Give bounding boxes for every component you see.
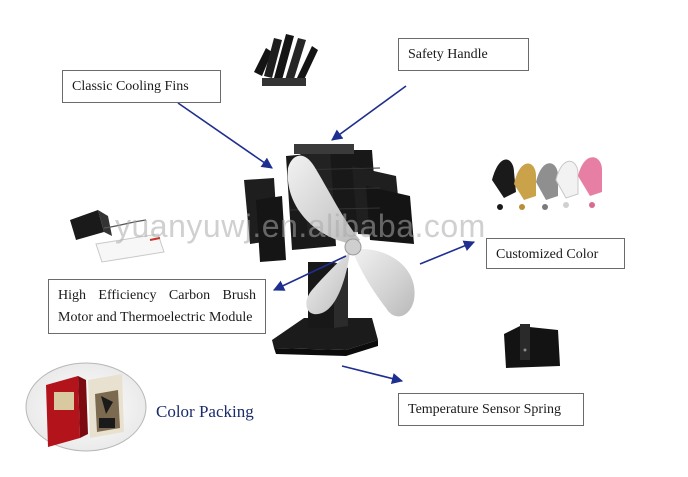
label-motor-module: High Efficiency Carbon Brush Motor and T…	[48, 279, 266, 334]
swatch-white	[555, 160, 579, 208]
callout-arrows	[177, 85, 476, 384]
temperature-spring-image	[504, 324, 560, 368]
color-packing-image	[25, 362, 147, 452]
swatch-gold	[514, 163, 536, 210]
arrow-to-temperature-spring	[341, 365, 404, 384]
label-motor-line1: High Efficiency Carbon Brush	[58, 288, 256, 303]
label-customized-color: Customized Color	[486, 238, 625, 269]
fan-blade-bottom	[306, 252, 350, 315]
cooling-fins-image	[254, 34, 318, 86]
watermark-text: yuanyuwj.en.alibaba.com	[115, 208, 486, 244]
arrow-to-customized-color	[419, 240, 476, 265]
color-swatches	[492, 157, 602, 210]
fan-blade-left	[287, 155, 360, 244]
swatch-black	[492, 159, 516, 210]
arrow-to-motor-module	[272, 255, 347, 291]
swatch-pink	[578, 157, 602, 208]
arrow-to-cooling-fins	[177, 102, 273, 169]
stove-fan-image	[244, 144, 415, 356]
label-motor-line2: Motor and Thermoelectric Module	[58, 310, 253, 325]
label-temperature-sensor-spring: Temperature Sensor Spring	[398, 393, 584, 426]
arrow-to-safety-handle	[331, 85, 407, 141]
motor-module-image	[70, 210, 165, 263]
label-safety-handle: Safety Handle	[398, 38, 529, 71]
swatch-gray	[536, 163, 558, 210]
label-color-packing: Color Packing	[156, 402, 254, 421]
fan-blade-right	[352, 248, 415, 317]
label-classic-cooling-fins: Classic Cooling Fins	[62, 70, 221, 103]
